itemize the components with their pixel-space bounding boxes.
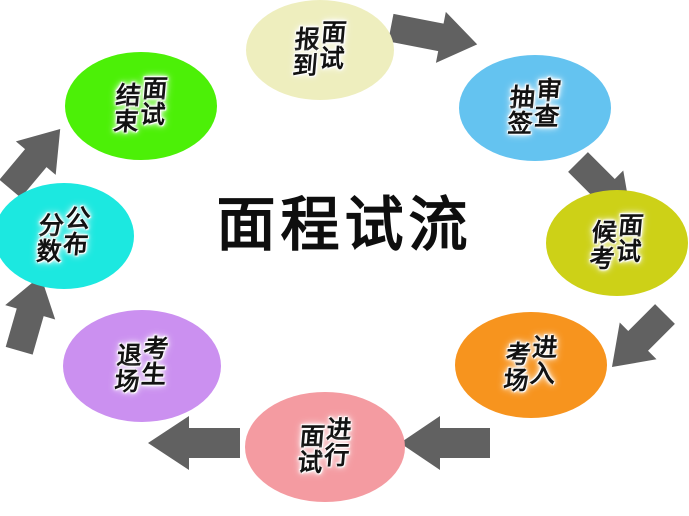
node-label-char: 审 <box>535 78 564 105</box>
arrow-node4-to-node5 <box>400 416 490 470</box>
process-node-interview-end[interactable]: 面试 结束 <box>65 52 217 160</box>
process-node-enter-examroom[interactable]: 进入 考场 <box>455 312 607 418</box>
node-label-char: 报 <box>294 27 322 54</box>
process-node-conduct-interview[interactable]: 进行 面试 <box>245 392 405 502</box>
process-node-interview-checkin[interactable]: 面试 报到 <box>246 0 394 100</box>
diagram-title: 面程试流 <box>216 192 473 258</box>
node-label-char: 考 <box>505 342 533 369</box>
node-label-char: 到 <box>291 52 320 80</box>
node-label-char: 进 <box>325 417 354 444</box>
node-label-char: 入 <box>529 360 557 388</box>
node-label: 进行 面试 <box>296 417 354 477</box>
node-label-char: 退 <box>116 343 144 370</box>
node-label-char: 试 <box>139 101 167 129</box>
node-label-char: 束 <box>112 108 141 136</box>
node-label-char: 面 <box>141 76 170 103</box>
process-node-publish-scores[interactable]: 公布 分数 <box>0 183 134 289</box>
node-label-char: 面 <box>299 424 327 451</box>
process-node-review-drawlots[interactable]: 审查 抽签 <box>459 55 611 161</box>
node-label-char: 场 <box>502 367 531 395</box>
node-label-char: 结 <box>115 83 143 110</box>
arrow-node5-to-node6 <box>148 416 240 470</box>
arrow-node3-to-node4 <box>611 304 675 368</box>
node-label: 面试 结束 <box>112 76 170 136</box>
arrow-node6-to-node7 <box>5 275 56 355</box>
node-label-char: 签 <box>506 110 535 138</box>
node-label-char: 试 <box>318 45 346 73</box>
node-label-char: 抽 <box>509 85 537 112</box>
node-label-char: 场 <box>113 368 142 396</box>
node-label-char: 面 <box>320 20 349 47</box>
node-label-char: 查 <box>533 103 561 131</box>
arrow-node1-to-node2 <box>388 11 478 63</box>
node-label-char: 行 <box>323 442 351 470</box>
node-label-char: 进 <box>531 335 560 362</box>
process-node-candidate-exit[interactable]: 考生 退场 <box>63 310 221 422</box>
node-label-char: 考 <box>142 336 171 363</box>
arrow-node7-to-node8 <box>0 128 61 198</box>
node-label-char: 生 <box>140 361 168 389</box>
node-label: 面试 报到 <box>291 20 349 80</box>
node-label: 进入 考场 <box>502 335 560 395</box>
node-label: 审查 抽签 <box>506 78 564 138</box>
node-label-char: 试 <box>296 449 325 477</box>
node-label: 考生 退场 <box>113 336 171 396</box>
process-node-interview-waiting[interactable]: 面试 候考 <box>546 190 688 296</box>
